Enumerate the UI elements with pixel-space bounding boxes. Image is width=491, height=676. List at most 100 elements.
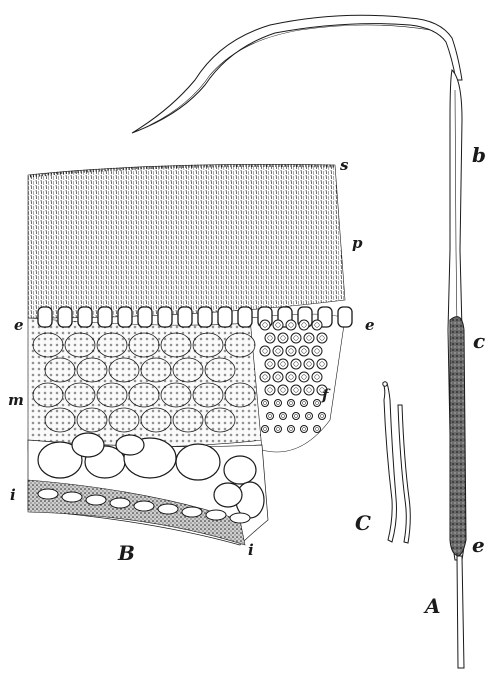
fiber-lumen [263,401,266,404]
mesophyll-cell [205,408,235,432]
fiber-lumen [307,362,312,367]
epidermis-cell [58,307,72,327]
mesophyll-cell [33,333,63,357]
fiber-lumen [289,401,292,404]
fiber-lumen [307,336,312,341]
fiber-lumen [263,427,266,430]
mesophyll-cell [205,358,235,382]
fiber-lumen [302,427,305,430]
lower-epidermis-cell [230,513,250,523]
mesophyll-cell [225,383,255,407]
mesophyll-cell [173,408,203,432]
parenchyma-cell [72,433,104,457]
mesophyll-cell [65,333,95,357]
mesophyll-cell [45,358,75,382]
epidermis-cell [178,307,192,327]
mesophyll-cell [109,408,139,432]
mesophyll-cell [225,333,255,357]
parenchyma-cell [176,444,220,480]
fiber-lumen [294,336,299,341]
hair-strand-1 [383,383,397,542]
lower-epidermis-cell [38,489,58,499]
stalk-capsule [450,317,466,556]
fiber-lumen [281,388,286,393]
hairs-c: C [355,382,410,543]
mesophyll-cell [97,383,127,407]
fiber-lumen [289,323,294,328]
parenchyma-cell [116,435,144,455]
fiber-lumen [307,414,310,417]
lower-epidermis-cell [62,492,82,502]
label-e-left: e [14,316,24,334]
fiber-lumen [268,336,273,341]
label-e-stalk: e [472,533,485,557]
mesophyll-cell [173,358,203,382]
mesophyll-cell [77,408,107,432]
epidermis-cell [158,307,172,327]
mesophyll-cell [129,383,159,407]
mesophyll-cell [65,383,95,407]
mesophyll-cell [129,333,159,357]
fiber-lumen [281,362,286,367]
fiber-lumen [315,427,318,430]
epidermis-cell [98,307,112,327]
fiber-lumen [302,375,307,380]
lower-epidermis-cell [134,501,154,511]
fiber-lumen [289,349,294,354]
label-s: s [340,156,349,174]
label-i-right: i [248,541,254,559]
epidermis-cell [218,307,232,327]
fiber-lumen [281,336,286,341]
fiber-lumen [268,388,273,393]
fiber-lumen [315,349,320,354]
fiber-lumen [268,414,271,417]
fiber-lumen [307,388,312,393]
hair-strand-2 [398,405,410,543]
mesophyll-cell [161,333,191,357]
epidermis-cell [198,307,212,327]
parenchyma-cell [224,456,256,484]
epidermis-cell [118,307,132,327]
fiber-lumen [276,323,281,328]
mesophyll-cell [45,408,75,432]
fiber-lumen [263,349,268,354]
epidermis-cell [138,307,152,327]
fiber-lumen [276,427,279,430]
fiber-lumen [276,401,279,404]
label-i-left: i [10,486,16,504]
epidermis-cell [338,307,352,327]
mesophyll-cell [33,383,63,407]
lower-epidermis-cell [86,495,106,505]
mesophyll-cell [141,358,171,382]
fiber-lumen [281,414,284,417]
fiber-lumen [315,375,320,380]
label-A: A [423,594,441,618]
label-p: p [352,234,363,252]
fiber-lumen [302,401,305,404]
epidermis-cell [78,307,92,327]
cross-section-b: s p e e m f i i B [8,156,375,565]
lower-epidermis-cell [206,510,226,520]
hair-tip [383,382,387,386]
lower-epidermis-cell [158,504,178,514]
fiber-lumen [294,362,299,367]
mesophyll-cell [161,383,191,407]
fiber-lumen [294,388,299,393]
fiber-lumen [289,375,294,380]
stalk-curl-line [150,25,430,125]
fiber-lumen [302,323,307,328]
mesophyll-cell [109,358,139,382]
label-m: m [8,391,24,409]
mesophyll-cell [141,408,171,432]
stalk-curl [132,15,462,133]
mesophyll-cell [193,383,223,407]
epidermis-cell [238,307,252,327]
fiber-lumen [315,323,320,328]
fiber-lumen [276,349,281,354]
label-C: C [355,511,371,535]
mesophyll-cell [97,333,127,357]
epidermis-cell [38,307,52,327]
fiber-lumen [268,362,273,367]
label-B: B [117,541,135,565]
label-e-right: e [365,316,375,334]
